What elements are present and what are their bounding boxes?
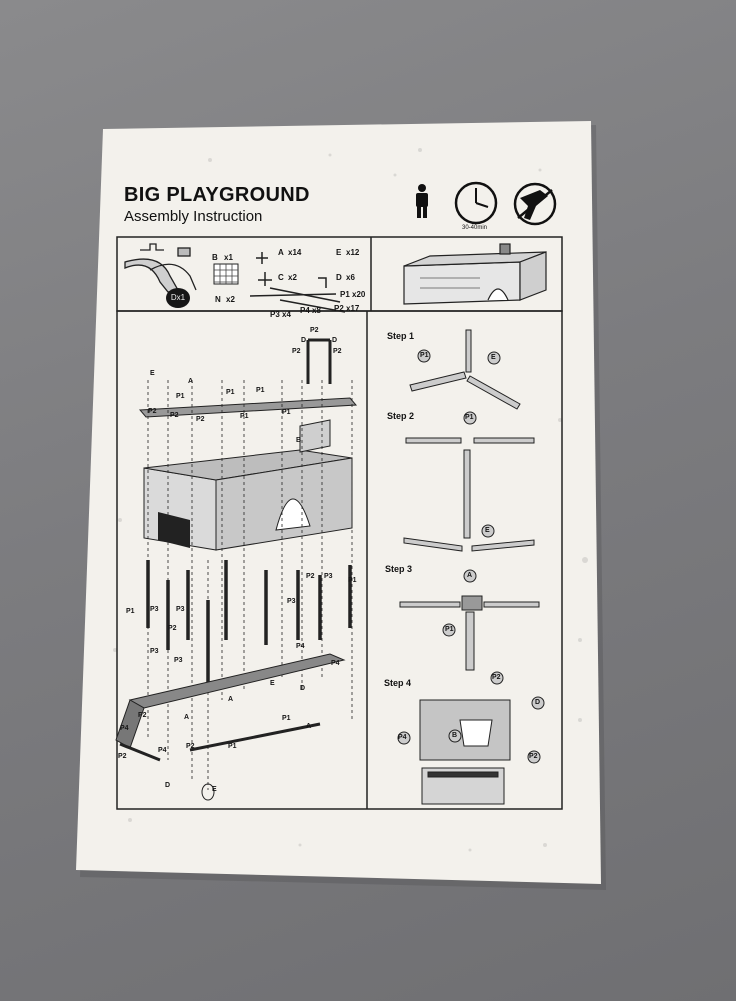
part-e-label: E [336, 248, 342, 257]
playground-preview [403, 243, 547, 305]
drill-icon [513, 182, 557, 226]
label-p4-right2: P4 [331, 660, 340, 667]
label-a-left: A [184, 714, 190, 721]
label-p2-mid: P2 [168, 625, 177, 632]
label-a-bottom: A [228, 696, 234, 703]
label-a-top: A [188, 378, 194, 385]
label-e-top: E [150, 370, 155, 377]
label-p2-right-mid: P2 [306, 573, 315, 580]
step2-p1-label: P1 [465, 414, 474, 421]
label-p1-top: P1 [176, 393, 185, 400]
label-e-bottom: E [212, 786, 217, 793]
step2-drawing [403, 411, 535, 552]
step3-drawing [399, 569, 540, 671]
part-b-label: B [212, 253, 218, 262]
label-p2-left: P2 [292, 348, 301, 355]
label-d-roof: D [301, 337, 307, 344]
label-p1-top2: P1 [226, 389, 235, 396]
label-p3-pole: P3 [150, 606, 159, 613]
label-d-bottom: D [165, 782, 171, 789]
part-p4-qty: x8 [312, 306, 321, 315]
step1-p1-label: P1 [420, 352, 429, 359]
part-p3-label: P3 [270, 310, 280, 319]
part-p2-qty: x17 [346, 304, 360, 313]
part-a-qty: x14 [288, 248, 302, 257]
label-d-roof2: D [332, 337, 338, 344]
step4-drawing [397, 671, 545, 805]
part-b-qty: x1 [224, 253, 233, 262]
print-noise [113, 148, 588, 852]
step4-p2-label: P2 [492, 674, 501, 681]
document-title: BIG PLAYGROUND [124, 184, 310, 206]
document-subtitle: Assembly Instruction [124, 208, 263, 225]
label-p3-right2: P3 [324, 573, 333, 580]
time-estimate: 30-40min [462, 225, 488, 231]
label-p1-mid: P1 [240, 413, 249, 420]
label-p1-bottom2: P1 [282, 715, 291, 722]
label-e-mid: E [270, 680, 275, 687]
step4-d-label: D [535, 699, 541, 706]
step2-label: Step 2 [387, 411, 415, 421]
step3-a-label: A [467, 572, 473, 579]
label-p2-bottom2: P2 [186, 743, 195, 750]
part-c-label: C [278, 273, 284, 282]
label-p1-pole: P1 [126, 608, 135, 615]
label-p3-low: P3 [150, 648, 159, 655]
part-a-label: A [278, 248, 284, 257]
label-p2-top2: P2 [170, 412, 179, 419]
net-part-drawing [213, 263, 239, 285]
label-b-swing: B [296, 437, 302, 444]
label-p3-pole2: P3 [176, 606, 185, 613]
label-p4-right: P4 [296, 643, 305, 650]
label-p4-bottom: P4 [158, 747, 167, 754]
part-c-qty: x2 [288, 273, 297, 282]
step4-p2-label2: P2 [529, 753, 538, 760]
label-p1-mid2: P1 [282, 409, 291, 416]
dx-badge: Dx1 [166, 288, 190, 308]
clock-icon [454, 181, 498, 225]
exploded-frame-diagram [115, 338, 358, 801]
label-p4-left: P4 [120, 725, 129, 732]
person-icon [416, 184, 428, 218]
label-p1-right: P1 [348, 577, 357, 584]
step4-label: Step 4 [384, 678, 412, 688]
step1-label: Step 1 [387, 331, 415, 341]
step1-drawing [409, 329, 521, 410]
part-n-qty: x2 [226, 295, 235, 304]
step2-e-label: E [485, 527, 490, 534]
part-p2-label: P2 [334, 304, 344, 313]
label-p2-left-low: P2 [138, 712, 147, 719]
label-p1-bottom: P1 [228, 743, 237, 750]
step4-p4-label: P4 [398, 734, 407, 741]
connector-parts [249, 252, 346, 313]
label-p2-right: P2 [333, 348, 342, 355]
label-p2-top3: P2 [196, 416, 205, 423]
part-n-label: N [215, 295, 221, 304]
part-d-qty: x6 [346, 273, 355, 282]
step4-b-label: B [452, 732, 458, 739]
part-e-qty: x12 [346, 248, 360, 257]
step3-p1-label: P1 [445, 626, 454, 633]
label-p1-top3: P1 [256, 387, 265, 394]
label-p2-top: P2 [148, 408, 157, 415]
label-a-mid: A [306, 723, 312, 730]
label-p2-bottom: P2 [118, 753, 127, 760]
step1-e-label: E [491, 354, 496, 361]
step3-label: Step 3 [385, 564, 413, 574]
label-p2-roof: P2 [310, 327, 319, 334]
part-p3-qty: x4 [282, 310, 291, 319]
label-d-mid: D [300, 685, 306, 692]
label-p3-right: P3 [287, 598, 296, 605]
part-p4-label: P4 [300, 306, 310, 315]
label-p3-low2: P3 [174, 657, 183, 664]
part-d-label: D [336, 273, 342, 282]
part-p1-qty: x20 [352, 290, 366, 299]
part-p1-label: P1 [340, 290, 350, 299]
